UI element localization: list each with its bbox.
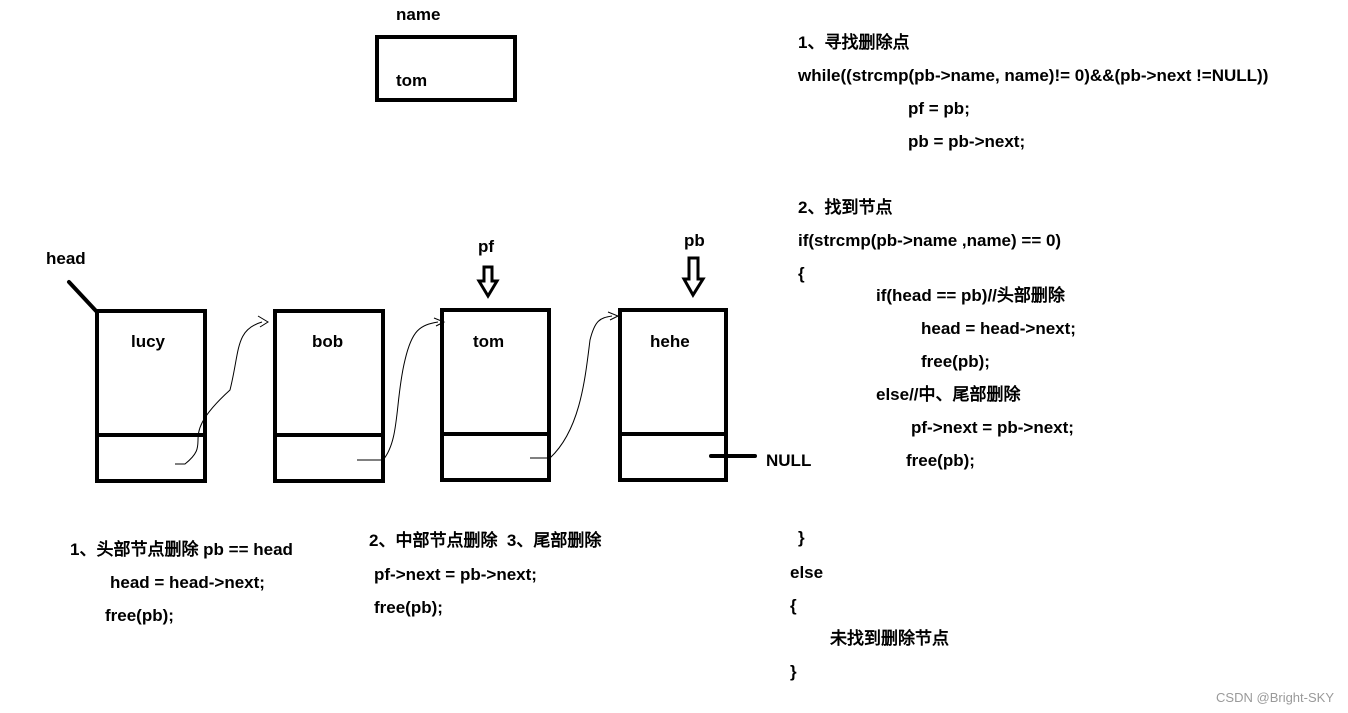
node-hehe-label: hehe xyxy=(650,332,690,351)
code-line: 未找到删除节点 xyxy=(830,629,949,648)
code-line: if(strcmp(pb->name ,name) == 0) xyxy=(798,231,1062,250)
code-line: else//中、尾部删除 xyxy=(876,385,1021,404)
code-line: if(head == pb)//头部删除 xyxy=(876,286,1065,305)
name-box xyxy=(375,35,517,102)
pf-down-arrow-icon xyxy=(476,265,500,299)
pf-label: pf xyxy=(478,237,495,256)
code-line: pf = pb; xyxy=(908,99,970,118)
node-bob-label: bob xyxy=(312,332,344,351)
watermark: CSDN @Bright-SKY xyxy=(1216,690,1334,705)
node-lucy-label: lucy xyxy=(131,332,166,351)
head-pointer-line xyxy=(67,280,99,314)
link-arrow-tom-hehe xyxy=(530,311,620,459)
name-value: tom xyxy=(396,71,428,90)
code-line: { xyxy=(798,264,805,283)
code-line: { xyxy=(790,596,797,615)
pb-label: pb xyxy=(684,231,705,250)
code-line: free(pb); xyxy=(906,451,975,470)
node-tom-label: tom xyxy=(473,332,505,351)
node-lucy-shape xyxy=(95,309,207,483)
node-tom-shape xyxy=(440,308,551,482)
link-arrow-bob-tom xyxy=(357,317,446,461)
code-line: while((strcmp(pb->name, name)!= 0)&&(pb-… xyxy=(798,66,1269,85)
pb-down-arrow-icon xyxy=(681,256,706,298)
null-label: NULL xyxy=(766,451,812,470)
code-line: free(pb); xyxy=(921,352,990,371)
code-line: } xyxy=(798,528,805,547)
node-bob-shape xyxy=(273,309,385,483)
code-line: pb = pb->next; xyxy=(908,132,1026,151)
node-hehe-shape xyxy=(618,308,728,482)
middle-tail-line: pf->next = pb->next; xyxy=(374,565,537,584)
code-line: else xyxy=(790,563,824,582)
code-line: pf->next = pb->next; xyxy=(911,418,1074,437)
head-delete-title: 1、头部节点删除 pb == head xyxy=(70,540,293,559)
code-line: 2、找到节点 xyxy=(798,198,893,217)
head-label: head xyxy=(46,249,86,268)
middle-tail-line: free(pb); xyxy=(374,598,443,617)
middle-tail-title: 2、中部节点删除 3、尾部删除 xyxy=(369,531,602,550)
code-line: head = head->next; xyxy=(921,319,1076,338)
link-arrow-lucy-bob xyxy=(175,315,269,465)
code-line: 1、寻找删除点 xyxy=(798,33,910,52)
code-line: } xyxy=(790,662,797,681)
head-delete-line: head = head->next; xyxy=(110,573,265,592)
head-delete-line: free(pb); xyxy=(105,606,174,625)
name-label: name xyxy=(396,5,441,24)
